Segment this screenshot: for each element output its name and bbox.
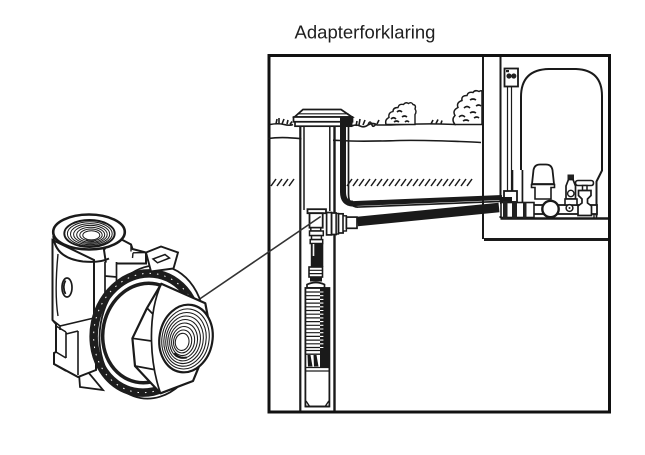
svg-text:Adapterforklaring: Adapterforklaring xyxy=(295,22,436,43)
